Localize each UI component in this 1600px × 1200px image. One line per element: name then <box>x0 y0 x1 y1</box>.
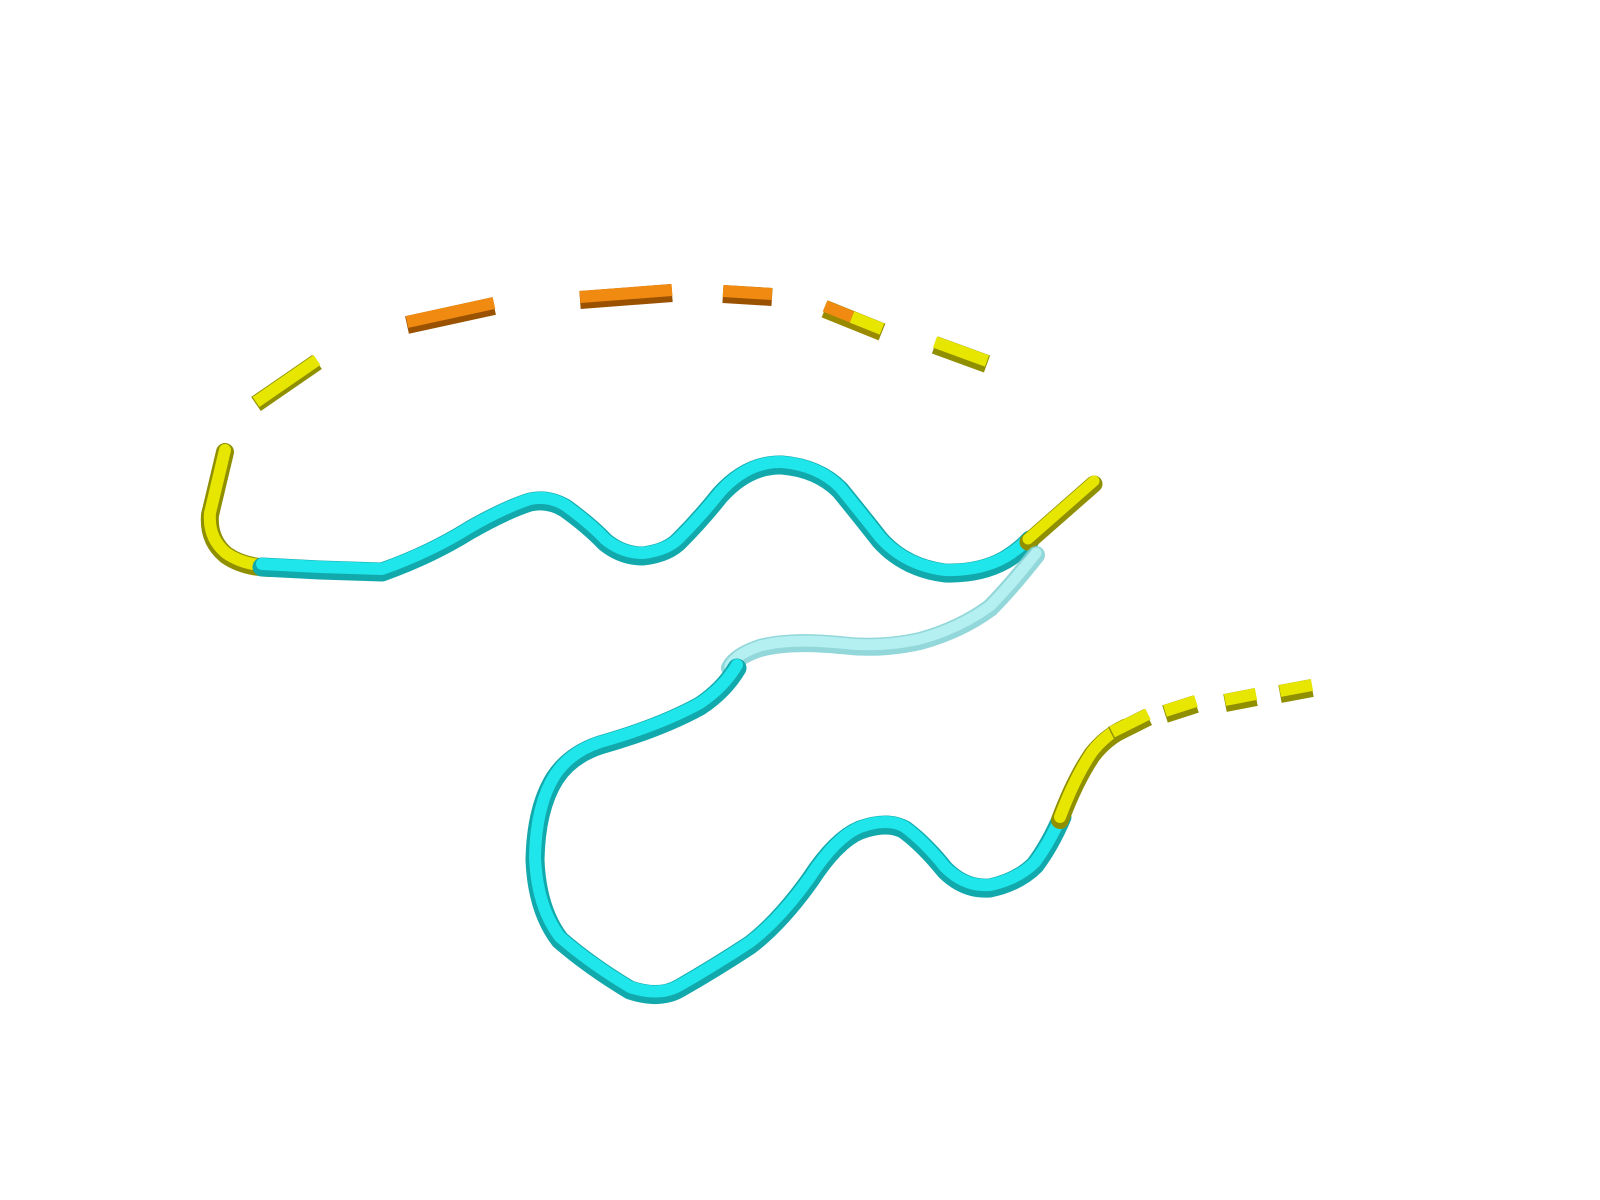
upper-loop-fill <box>256 455 1036 577</box>
gap-dash-5-fill-a <box>822 300 855 323</box>
right-dash-1-fill <box>1109 708 1151 738</box>
gap-dash-1-fill <box>252 355 321 407</box>
gap-dash-2-fill <box>405 297 496 328</box>
terminal-right-fill <box>1022 475 1100 545</box>
cyan-loop-lower <box>525 658 1072 1004</box>
yellow-terminal-left <box>200 443 279 577</box>
cyan-loop-faded <box>721 546 1045 677</box>
orange-dashed-gap <box>251 284 991 412</box>
gap-dash-6-fill <box>932 336 990 367</box>
cyan-loop-upper <box>252 455 1040 583</box>
faded-loop-fill <box>724 547 1042 672</box>
right-dash-3-fill <box>1223 688 1258 706</box>
right-dash-2-fill <box>1163 695 1198 717</box>
yellow-terminal-right <box>1019 475 1103 551</box>
lower-loop-fill <box>529 659 1068 998</box>
gap-dash-4-fill <box>722 285 773 300</box>
gap-dash-5-fill-b <box>849 311 885 335</box>
yellow-dashed-gap-right <box>1051 679 1314 829</box>
right-dash-4-fill <box>1278 679 1314 697</box>
lower-loop-shadow <box>525 658 1072 1004</box>
gap-dash-3-fill <box>579 284 673 303</box>
